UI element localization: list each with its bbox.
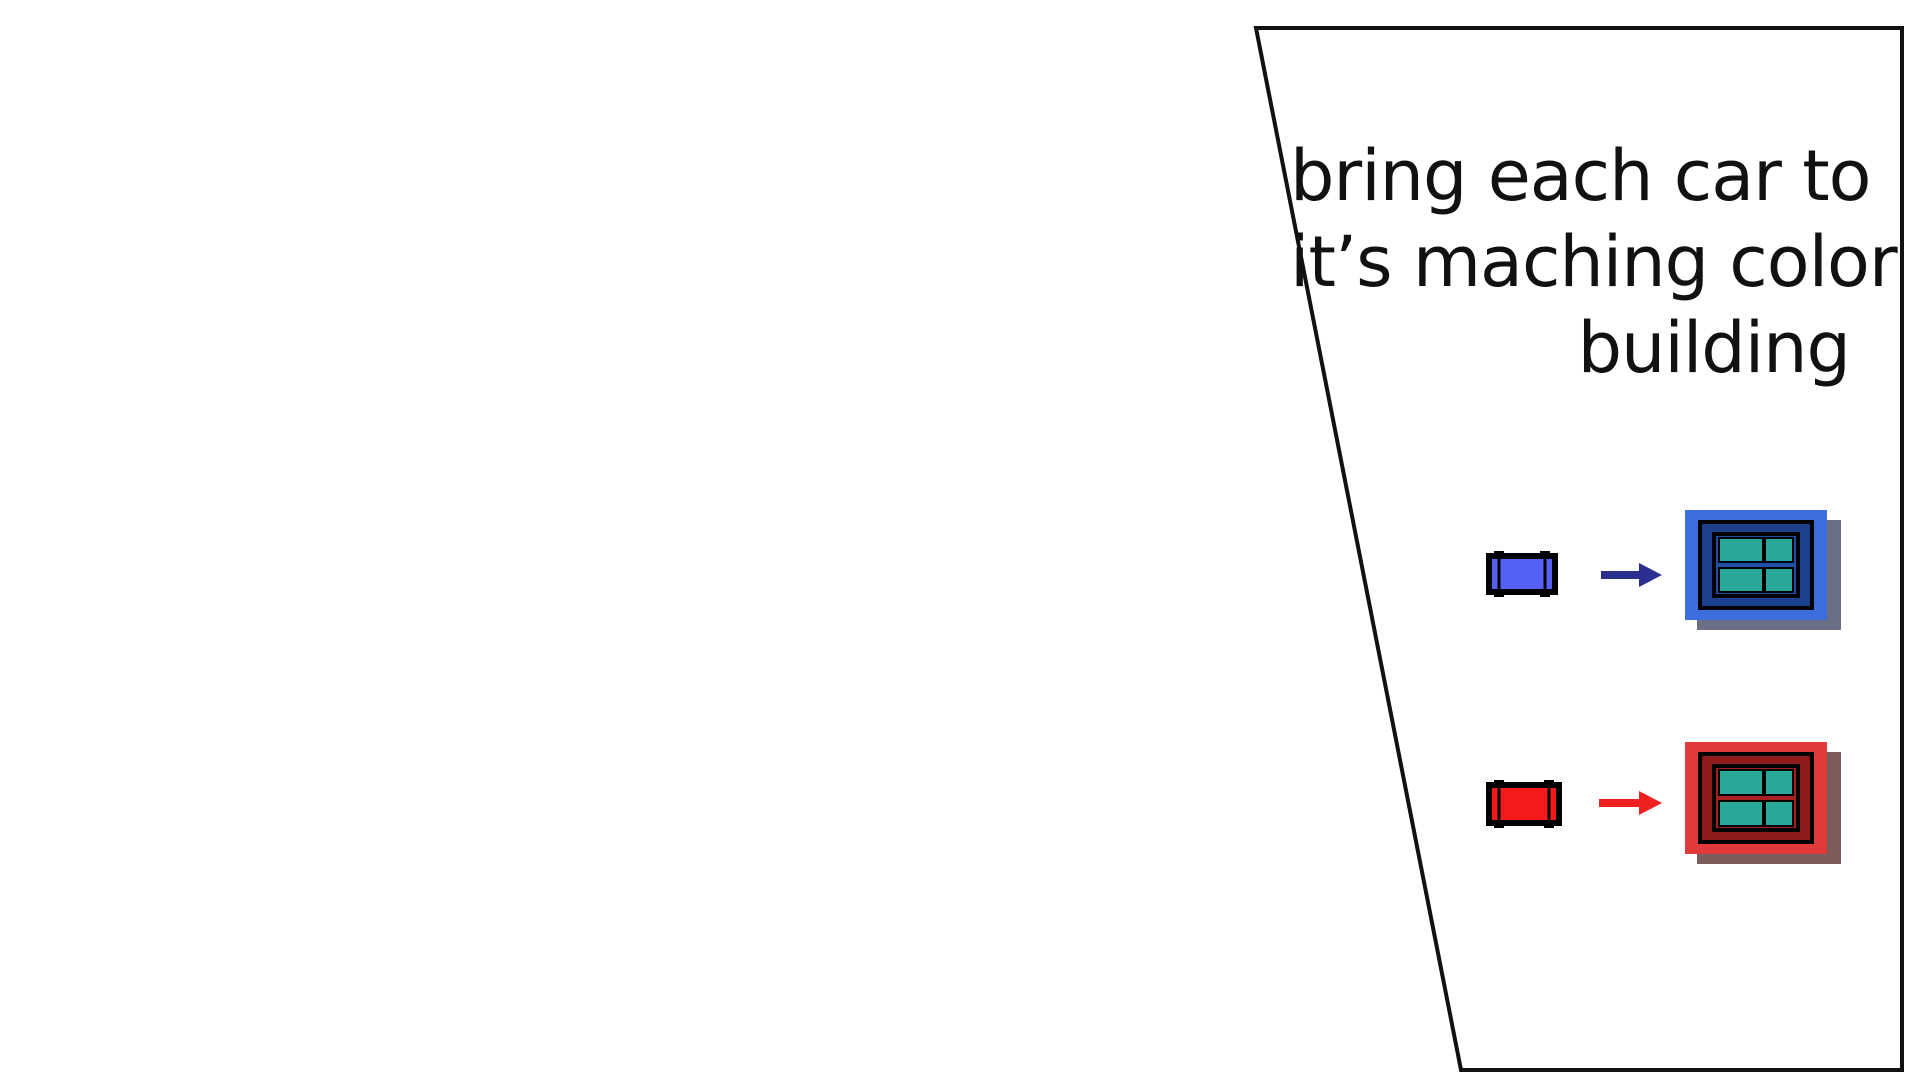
instruction-line-3: building xyxy=(1577,307,1851,389)
legend-row-blue xyxy=(1486,510,1841,630)
red-arrow-icon xyxy=(1599,791,1662,815)
red-car-icon xyxy=(1486,780,1562,828)
red-building-icon xyxy=(1685,742,1841,864)
instruction-line-2: it’s maching color xyxy=(1290,221,1898,303)
blue-arrow-icon xyxy=(1601,563,1662,587)
blue-building-icon xyxy=(1685,510,1841,630)
instruction-text: bring each car to it’s maching color bui… xyxy=(1290,133,1898,391)
legend-row-red xyxy=(1486,742,1841,864)
instruction-line-1: bring each car to xyxy=(1290,135,1871,217)
blue-car-icon xyxy=(1486,551,1558,597)
